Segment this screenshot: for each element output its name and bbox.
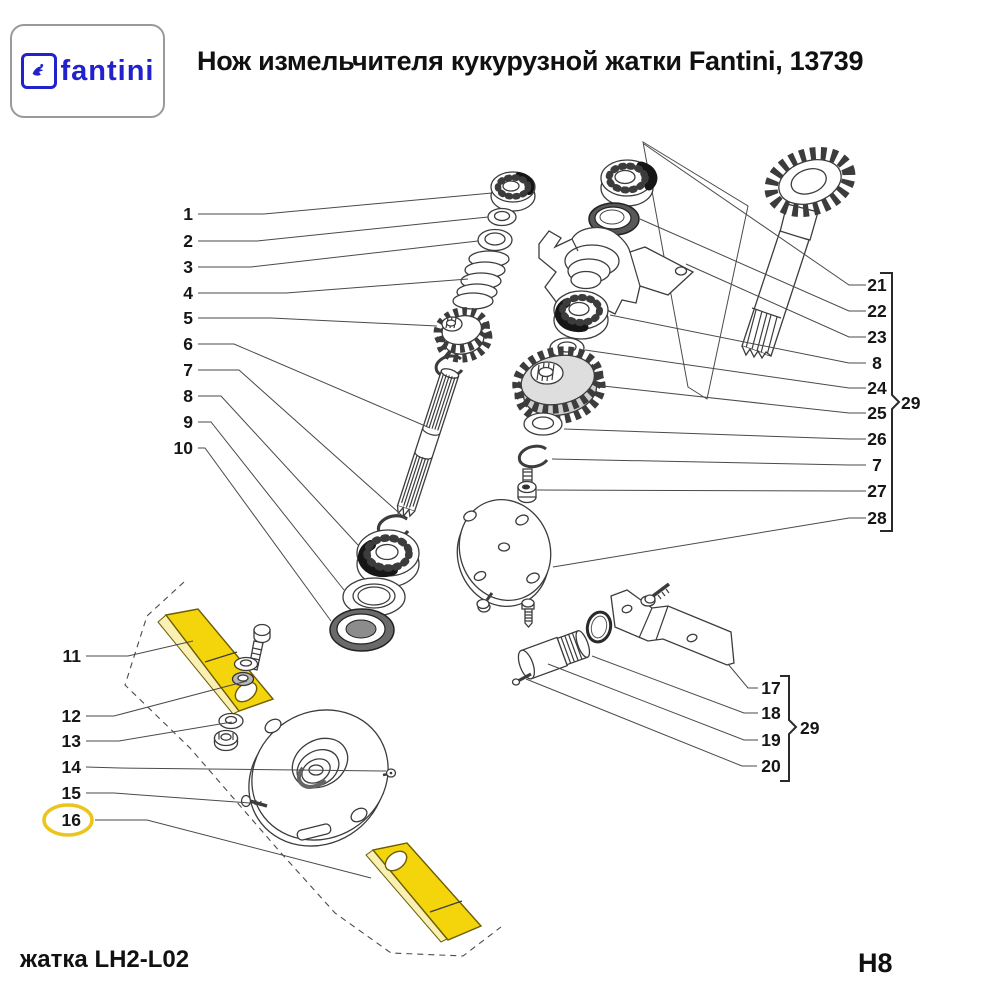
part-washer-26 (523, 412, 563, 436)
callout-numbers-lower-left: 11 12 13 14 15 16 (42, 646, 94, 837)
part-bearing-top-left (490, 171, 536, 212)
part-lock-washer-blade (231, 671, 255, 687)
part-hex-nut (213, 729, 239, 752)
callout-17: 17 (761, 678, 780, 698)
bracket-lower-right-29 (780, 675, 798, 782)
callout-13: 13 (62, 731, 82, 751)
part-pin (511, 672, 532, 686)
part-bearing-top-right (600, 159, 658, 207)
part-o-ring (585, 610, 613, 644)
part-socket-bolt (517, 468, 537, 504)
page-title: Нож измельчителя кукурузной жатки Fantin… (197, 46, 864, 76)
part-rotor-hub-plate (248, 709, 397, 847)
page-code-label: H8 (858, 948, 893, 978)
highlight-ring-16 (42, 803, 94, 837)
part-bevel-gear-shaft (741, 147, 856, 360)
fantini-logo-icon (20, 53, 57, 89)
callout-4: 4 (183, 283, 193, 303)
part-washer-2 (487, 207, 517, 227)
callout-25: 25 (867, 403, 887, 423)
part-carriage-bolt (476, 592, 494, 613)
callout-1: 1 (183, 204, 193, 224)
leader-lines-right (536, 143, 866, 568)
callout-21: 21 (867, 275, 887, 295)
header-model-label: жатка LH2-L02 (20, 946, 190, 973)
bracket-right-29 (880, 272, 901, 532)
part-bracket-bolt (640, 582, 671, 607)
part-washer-3 (477, 228, 513, 252)
part-set-screw (240, 794, 268, 808)
callout-2: 2 (183, 231, 193, 251)
callout-18: 18 (761, 703, 781, 723)
callout-28: 28 (867, 508, 887, 528)
part-bearing-right-8 (553, 290, 609, 340)
part-snap-ring-right (517, 444, 549, 469)
callout-9: 9 (183, 412, 193, 432)
callout-7b: 7 (872, 455, 882, 475)
callout-numbers-right: 21 22 23 8 24 25 26 7 27 28 29 (867, 275, 920, 528)
callout-5: 5 (183, 308, 193, 328)
callout-7: 7 (183, 360, 193, 380)
dashed-boundary (124, 581, 502, 957)
callout-26: 26 (867, 429, 887, 449)
callout-20: 20 (761, 756, 781, 776)
callout-29-upper: 29 (901, 393, 921, 413)
leader-lines-lower-right (525, 655, 758, 767)
callout-numbers-left: 1 2 3 4 5 6 7 8 9 10 (174, 204, 194, 458)
part-splined-shaft (396, 368, 460, 518)
callout-16: 16 (62, 810, 82, 830)
part-knife-blade-bottom (365, 842, 483, 943)
bird-icon (32, 64, 44, 76)
part-oil-seal-10 (329, 608, 395, 652)
callout-8: 8 (183, 386, 193, 406)
part-bearing-lower-left (356, 529, 420, 588)
fantini-logo: fantini (10, 24, 165, 118)
callout-27: 27 (867, 481, 886, 501)
callout-15: 15 (62, 783, 82, 803)
part-spring (452, 250, 510, 310)
part-bushing-cylinder (517, 630, 591, 680)
construction-plane (642, 140, 749, 400)
callout-10: 10 (174, 438, 194, 458)
callout-3: 3 (183, 257, 193, 277)
callout-6: 6 (183, 334, 193, 354)
part-flat-washer-blade (233, 656, 259, 672)
callout-numbers-lower-right: 17 18 19 20 29 (761, 678, 819, 776)
callout-24: 24 (867, 378, 887, 398)
leader-lines-left (198, 192, 493, 622)
part-large-gear (512, 346, 606, 425)
part-cover-plate (456, 499, 552, 607)
part-hex-bolt-plate (521, 598, 535, 628)
callout-19: 19 (761, 730, 781, 750)
part-small-gear (433, 307, 493, 363)
part-seal-22 (588, 202, 640, 236)
brand-text: fantini (60, 54, 155, 87)
part-mount-bracket (610, 589, 735, 666)
callout-12: 12 (62, 706, 82, 726)
callout-14: 14 (62, 757, 82, 777)
callout-23: 23 (867, 327, 887, 347)
leader-lines-lower-left (85, 640, 387, 879)
callout-8b: 8 (872, 353, 882, 373)
callout-22: 22 (867, 301, 887, 321)
part-washer-9 (342, 577, 406, 617)
callout-11: 11 (63, 646, 82, 666)
callout-29-lower: 29 (800, 718, 820, 738)
part-flat-washer-13 (218, 712, 244, 730)
